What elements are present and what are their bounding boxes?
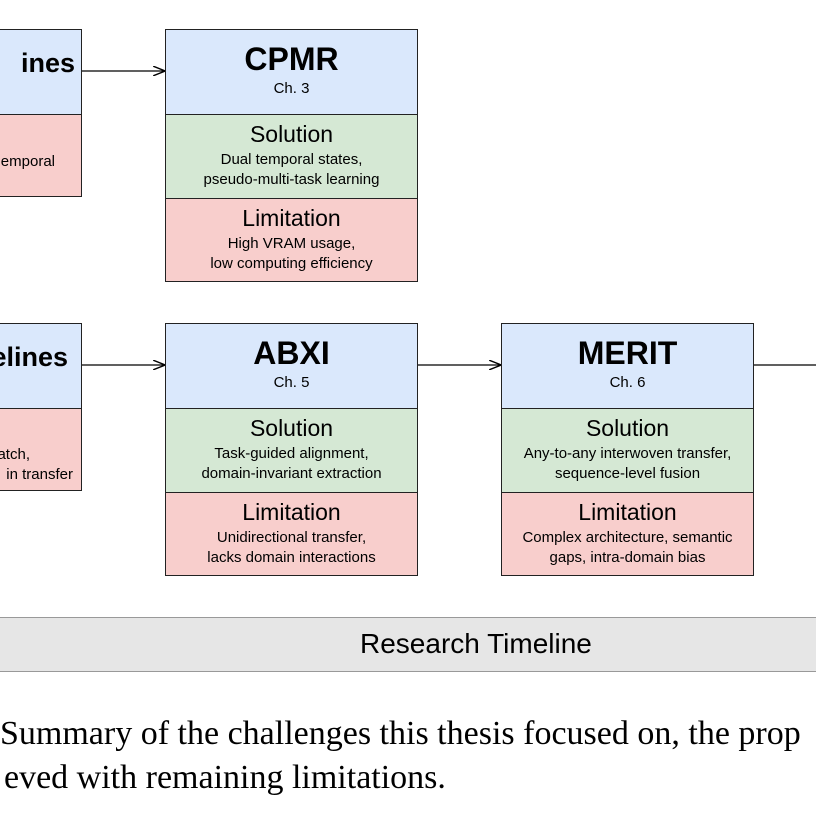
abxi-solution-line: domain-invariant extraction <box>201 465 382 482</box>
cpmr-limitation: Limitation High VRAM usage, low computin… <box>166 198 417 281</box>
abxi-solution: Solution Task-guided alignment, domain-i… <box>166 408 417 492</box>
partial-box-row2-line: in transfer <box>6 466 73 483</box>
cpmr-limitation-line: High VRAM usage, <box>227 235 356 252</box>
abxi-limitation-line: lacks domain interactions <box>207 549 376 566</box>
cpmr-chapter: Ch. 3 <box>273 80 310 97</box>
research-timeline-bar: Research Timeline <box>0 617 816 672</box>
cpmr-solution-line: Dual temporal states, <box>220 151 363 168</box>
abxi-title: ABXI <box>253 335 330 371</box>
abxi-limitation: Limitation Unidirectional transfer, lack… <box>166 492 417 575</box>
merit-solution-heading: Solution <box>585 415 670 441</box>
caption-line: eved with remaining limitations. <box>4 759 446 796</box>
partial-box-row2-title: elines <box>0 342 68 372</box>
partial-box-row1-text: emporal <box>0 153 55 170</box>
merit-solution: Solution Any-to-any interwoven transfer,… <box>502 408 753 492</box>
partial-box-row2-limitation: atch, in transfer <box>0 408 81 490</box>
merit-title: MERIT <box>577 335 678 371</box>
abxi-limitation-heading: Limitation <box>242 499 341 525</box>
figure-caption: Summary of the challenges this thesis fo… <box>0 712 816 800</box>
research-timeline-label: Research Timeline <box>360 628 592 659</box>
partial-box-row1-title: ines <box>20 48 75 78</box>
cpmr-limitation-heading: Limitation <box>242 205 341 231</box>
merit-limitation-line: Complex architecture, semantic <box>522 529 733 546</box>
partial-box-row1: ines emporal <box>0 29 82 197</box>
merit-limitation: Limitation Complex architecture, semanti… <box>502 492 753 575</box>
abxi-solution-heading: Solution <box>249 415 334 441</box>
partial-box-row1-limitation: emporal <box>0 114 81 196</box>
merit-solution-line: sequence-level fusion <box>554 465 701 482</box>
partial-box-row2: elines atch, in transfer <box>0 323 82 491</box>
merit-chapter: Ch. 6 <box>609 374 646 391</box>
partial-box-row1-header: ines <box>0 30 81 114</box>
abxi-header: ABXI Ch. 5 <box>166 324 417 408</box>
cpmr-solution-heading: Solution <box>249 121 334 147</box>
abxi-limitation-line: Unidirectional transfer, <box>216 529 367 546</box>
merit-header: MERIT Ch. 6 <box>502 324 753 408</box>
abxi-box: ABXI Ch. 5 Solution Task-guided alignmen… <box>165 323 418 576</box>
cpmr-header: CPMR Ch. 3 <box>166 30 417 114</box>
merit-limitation-heading: Limitation <box>578 499 677 525</box>
cpmr-title: CPMR <box>244 41 339 77</box>
abxi-solution-line: Task-guided alignment, <box>214 445 369 462</box>
cpmr-solution: Solution Dual temporal states, pseudo-mu… <box>166 114 417 198</box>
partial-box-row2-header: elines <box>0 324 81 408</box>
merit-limitation-line: gaps, intra-domain bias <box>549 549 706 566</box>
caption-line: Summary of the challenges this thesis fo… <box>0 715 801 752</box>
cpmr-limitation-line: low computing efficiency <box>210 255 373 272</box>
cpmr-box: CPMR Ch. 3 Solution Dual temporal states… <box>165 29 418 282</box>
merit-box: MERIT Ch. 6 Solution Any-to-any interwov… <box>501 323 754 576</box>
merit-solution-line: Any-to-any interwoven transfer, <box>523 445 732 462</box>
cpmr-solution-line: pseudo-multi-task learning <box>203 171 380 188</box>
partial-box-row2-line: atch, <box>0 446 30 463</box>
abxi-chapter: Ch. 5 <box>273 374 310 391</box>
